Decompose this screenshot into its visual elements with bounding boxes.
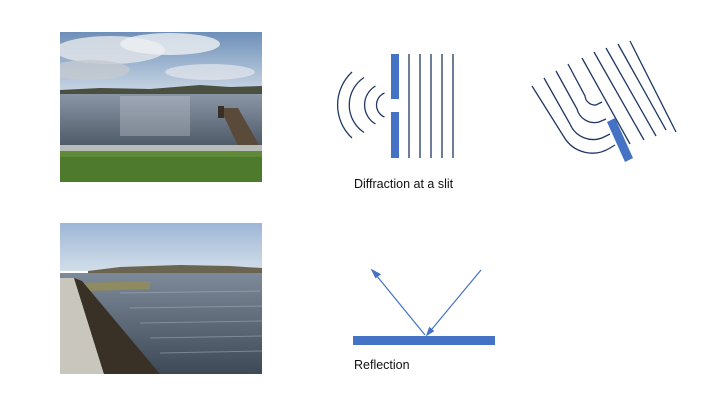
slit-barrier-top [391,54,399,99]
obstacle-barrier [607,118,633,162]
caption-reflection: Reflection [354,358,410,372]
caption-diffraction: Diffraction at a slit [354,177,454,191]
diffraction-obstacle-diagram [520,38,690,173]
photo-shoreline-waves [60,223,262,374]
diffracted-wavefronts [336,71,385,139]
diffraction-slit-diagram [330,50,460,165]
incident-ray [426,269,482,336]
reflected-ray [371,269,426,336]
incident-plane-waves [408,54,454,158]
slit-barrier-bottom [391,112,399,158]
reflecting-surface [353,336,495,345]
incident-arrowhead [425,326,435,337]
wavefronts-around-obstacle [531,40,677,154]
photo-lake-jetty [60,32,262,182]
reflection-diagram [345,262,505,352]
reflected-arrowhead [370,268,382,279]
